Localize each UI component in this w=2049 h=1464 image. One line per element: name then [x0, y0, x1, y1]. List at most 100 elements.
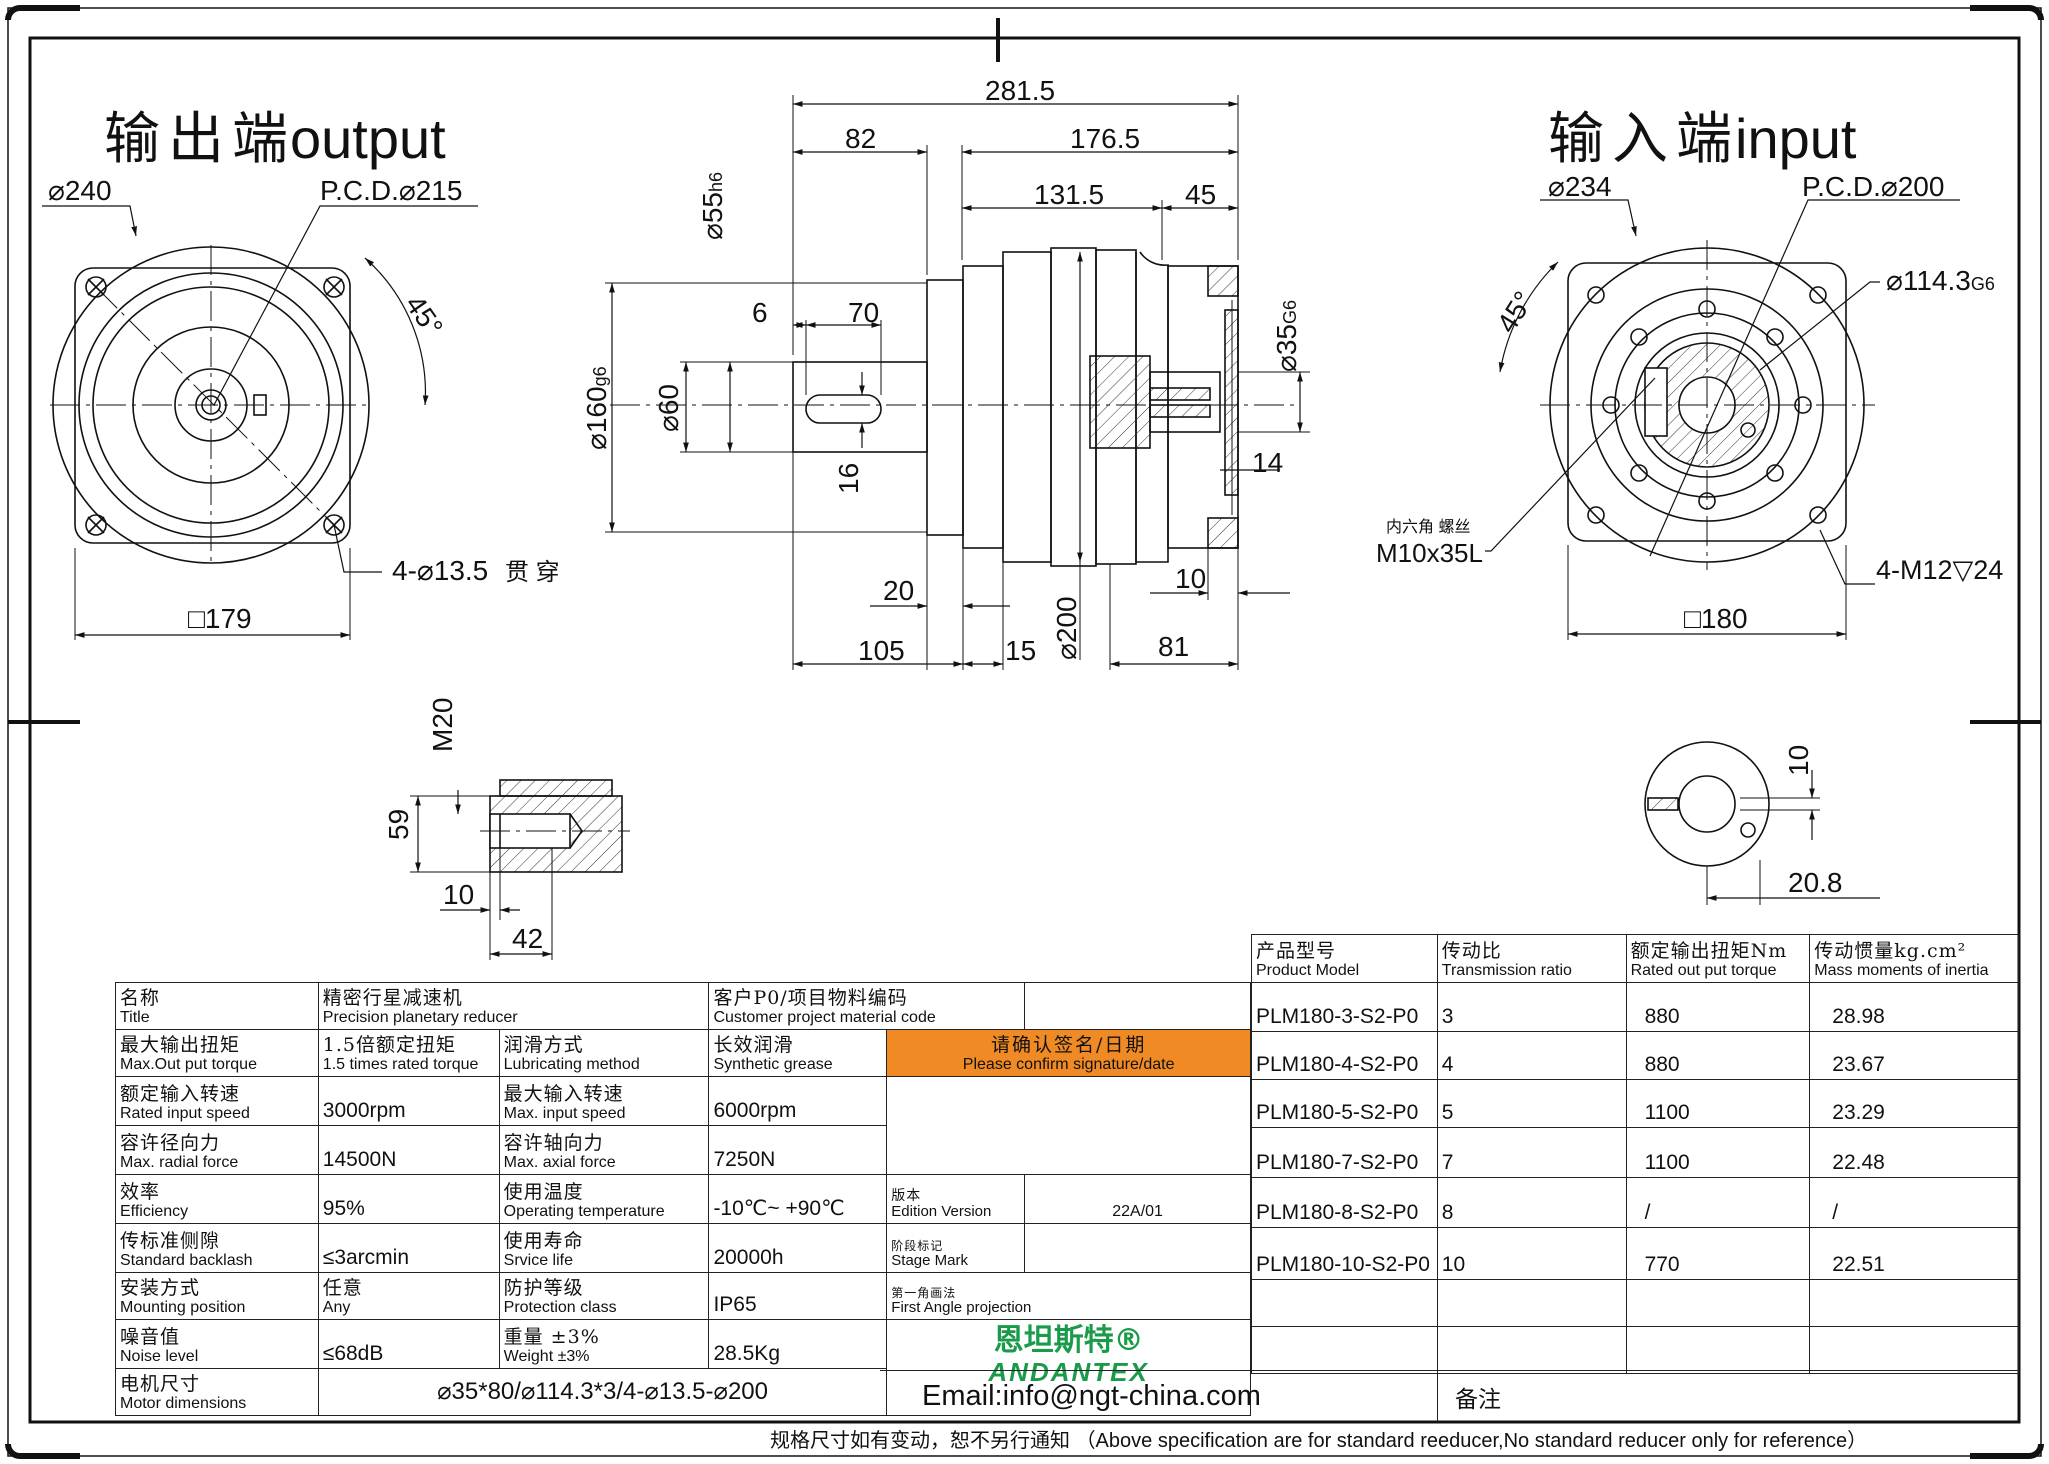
- dim-281-5: 281.5: [985, 75, 1055, 106]
- output-view-title: 输出端 output: [104, 107, 446, 170]
- dim-det2-10: 10: [1783, 745, 1814, 776]
- dim-45: 45: [1185, 179, 1216, 210]
- dim-dia240: ⌀240: [48, 175, 112, 206]
- spec-weight-value: 28.5Kg: [708, 1319, 888, 1369]
- dim-70: 70: [848, 297, 879, 328]
- dim-131-5: 131.5: [1034, 179, 1104, 210]
- footer-note-cn: 规格尺寸如有变动，恕不另行通知: [770, 1428, 1070, 1452]
- key-detail-labels: M20 59 10 42: [383, 698, 543, 954]
- dim-59: 59: [383, 809, 414, 840]
- dim-176-5: 176.5: [1070, 123, 1140, 154]
- side-dimension-labels: 281.5 82 176.5 131.5 45 ⌀55h6 6 70 ⌀160g…: [581, 75, 1302, 666]
- footer-note-en: （Above specification are for standard re…: [1075, 1430, 1868, 1452]
- dim-holes-out: 4-⌀13.5: [392, 555, 488, 586]
- brand-logo-cn: 恩坦斯特®: [993, 1323, 1144, 1358]
- dim-10: 10: [1175, 563, 1206, 594]
- dim-60: ⌀60: [653, 384, 684, 432]
- side-section-view: [605, 95, 1310, 670]
- spec-motor-value: ⌀35*80/⌀114.3*3/4-⌀13.5-⌀200: [317, 1368, 888, 1416]
- dim-105: 105: [858, 635, 905, 666]
- signature-area[interactable]: [886, 1076, 1251, 1175]
- dim-6: 6: [752, 297, 768, 328]
- input-end-view: [1485, 199, 1960, 640]
- input-view-title: 输入端 input: [1548, 107, 1857, 170]
- dim-20: 20: [883, 575, 914, 606]
- dim-42: 42: [512, 923, 543, 954]
- output-end-view: [42, 205, 478, 640]
- spec-life-value: 20000h: [708, 1223, 888, 1273]
- stage-mark-value: [1024, 1223, 1251, 1273]
- dim-15: 15: [1005, 635, 1036, 666]
- spec-protection-value: IP65: [708, 1272, 888, 1320]
- dim-16: 16: [833, 463, 864, 494]
- dim-35g6: ⌀35G6: [1271, 300, 1302, 372]
- spec-axial-value: 7250N: [708, 1125, 888, 1175]
- dim-pcd215: P.C.D.⌀215: [320, 175, 462, 206]
- spec-noise-value: ≤68dB: [317, 1319, 500, 1369]
- dim-200: ⌀200: [1051, 596, 1082, 660]
- remark-label: 备注: [1455, 1387, 1501, 1413]
- email-text[interactable]: Email:info@ngt-china.com: [922, 1380, 1261, 1412]
- drawing-frame: [5, 5, 2044, 1459]
- input-title-en: input: [1735, 107, 1857, 170]
- dim-20-8: 20.8: [1788, 867, 1843, 898]
- dim-holes-out-cn: 贯 穿: [505, 559, 560, 586]
- dim-81: 81: [1158, 631, 1189, 662]
- dim-160g6: ⌀160g6: [581, 366, 612, 450]
- dim-angle45-out: 45°: [399, 289, 449, 341]
- dim-dia234: ⌀234: [1548, 171, 1612, 202]
- dim-screw: M10x35L: [1376, 538, 1483, 568]
- dim-det-10: 10: [443, 879, 474, 910]
- table-row: [1251, 1326, 2019, 1374]
- edition-value: 22A/01: [1024, 1174, 1251, 1224]
- spec-weight-label: 重量 ±3%Weight ±3%: [498, 1319, 710, 1369]
- spec-radial-value: 14500N: [317, 1125, 500, 1175]
- brand-logo-cell: 恩坦斯特® ANDANTEX: [886, 1319, 1251, 1416]
- dim-14: 14: [1252, 447, 1283, 478]
- input-title-cn: 输入端: [1548, 107, 1740, 170]
- dim-55h6: ⌀55h6: [697, 172, 728, 240]
- dim-angle45-in: 45°: [1491, 286, 1540, 338]
- spec-temp-value: -10℃~ +90℃: [708, 1174, 888, 1224]
- output-title-en: output: [290, 107, 446, 170]
- hub-section-detail: [1644, 741, 1880, 905]
- shaft-key-detail: [410, 779, 630, 960]
- remark-divider: [1437, 1370, 1438, 1422]
- output-title-cn: 输出端: [104, 107, 296, 170]
- dim-dia114: ⌀114.3G6: [1886, 265, 1995, 296]
- output-dimension-labels: ⌀240 P.C.D.⌀215 45° 4-⌀13.5 贯 穿 □179: [48, 175, 560, 634]
- dim-square180: □180: [1684, 603, 1748, 634]
